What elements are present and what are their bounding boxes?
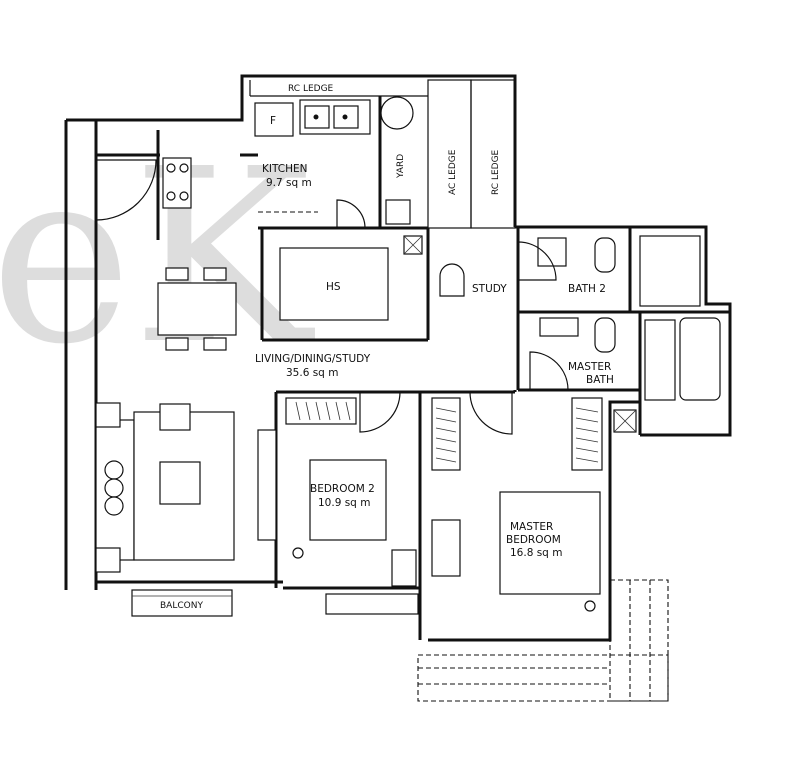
- wardrobe-master-right: [571, 397, 603, 471]
- hs-label: HS: [326, 281, 341, 293]
- study-label: STUDY: [472, 283, 507, 295]
- bedroom2-door: [359, 391, 401, 433]
- master-door: [469, 391, 513, 435]
- balcony: [131, 589, 233, 617]
- ac-ledge-label: AC LEDGE: [448, 149, 458, 195]
- master-bath-label-2: BATH: [586, 374, 614, 386]
- basin-master: [539, 317, 579, 337]
- dining-chair: [203, 337, 227, 351]
- dining-chair: [165, 267, 189, 281]
- outer-walls: [64, 74, 732, 642]
- kitchen-name-label: KITCHEN: [262, 163, 308, 175]
- living-name-label: LIVING/DINING/STUDY: [255, 353, 371, 365]
- bath2-label: BATH 2: [568, 283, 606, 295]
- side-table: [95, 402, 121, 428]
- interior-walls: [96, 96, 730, 435]
- toilet-master: [594, 317, 616, 353]
- bathtub: [679, 317, 721, 401]
- kitchen-area-label: 9.7 sq m: [266, 177, 312, 189]
- bedroom2-name-label: BEDROOM 2: [310, 483, 375, 495]
- bedroom2-area-label: 10.9 sq m: [318, 497, 370, 509]
- washer-icon: [380, 96, 414, 130]
- shower-master: [644, 319, 676, 401]
- dining-chair: [203, 267, 227, 281]
- tap-left: [313, 114, 319, 120]
- fridge-box: [254, 102, 294, 137]
- shower-bath2: [639, 235, 701, 307]
- master-bed-label-2: BEDROOM: [506, 534, 561, 546]
- tv-console: [257, 429, 277, 541]
- cushion: [104, 460, 124, 480]
- fridge-label: F: [270, 115, 276, 127]
- cushion: [104, 478, 124, 498]
- study-chair: [439, 263, 465, 297]
- burner-icon: [179, 163, 189, 173]
- burner-icon: [179, 191, 189, 201]
- bed-2: [309, 459, 387, 541]
- master-bed-label-1: MASTER: [510, 521, 553, 533]
- rc-ledge-side-label: RC LEDGE: [491, 149, 501, 195]
- bedroom2-ledge: [325, 593, 419, 615]
- wardrobe: [285, 397, 357, 425]
- living-area-label: 35.6 sq m: [286, 367, 338, 379]
- hs-room: [279, 247, 389, 321]
- tap-right: [342, 114, 348, 120]
- bath2-door: [517, 241, 557, 281]
- burner-icon: [166, 163, 176, 173]
- planter-outline: [417, 579, 669, 702]
- dining-table: [157, 282, 237, 336]
- rc-ledge-top-label: RC LEDGE: [288, 84, 334, 94]
- yard-basin: [385, 199, 411, 225]
- switch-icon: [584, 600, 596, 612]
- burner-icon: [166, 191, 176, 201]
- coffee-table: [159, 461, 201, 505]
- basin-bath2: [537, 237, 567, 267]
- side-table: [95, 547, 121, 573]
- dining-chair: [165, 337, 189, 351]
- switch-icon: [292, 547, 304, 559]
- master-bed-area-label: 16.8 sq m: [510, 547, 562, 559]
- wardrobe-master-left: [431, 397, 461, 471]
- toilet-bath2: [594, 237, 616, 273]
- main-door: [95, 159, 157, 221]
- study-desk: [391, 549, 417, 587]
- master-bed: [499, 491, 601, 595]
- cushion: [104, 496, 124, 516]
- balcony-label: BALCONY: [160, 601, 203, 611]
- master-tv: [431, 519, 461, 577]
- master-bath-label-1: MASTER: [568, 361, 611, 373]
- yard-label: YARD: [396, 154, 406, 179]
- armchair: [159, 403, 191, 431]
- kitchen-door: [336, 199, 366, 229]
- master-bath-door: [529, 351, 569, 391]
